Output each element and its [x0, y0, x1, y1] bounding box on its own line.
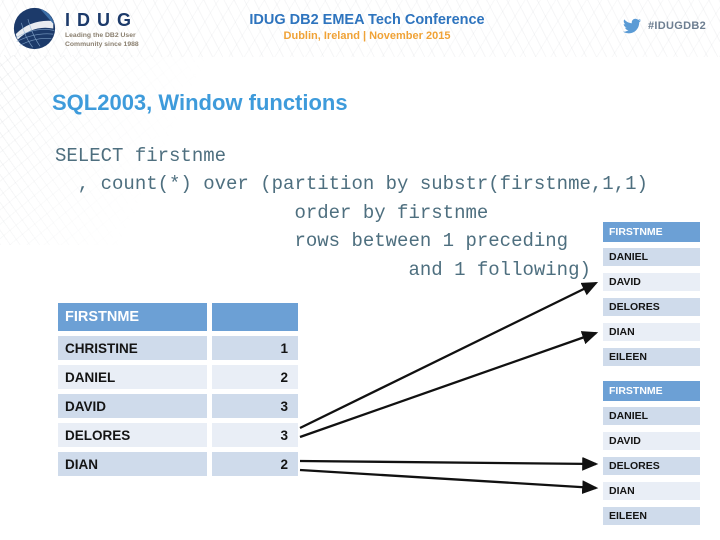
- sql-code-line: order by firstnme: [55, 201, 489, 224]
- window-table-1-rows: DANIEL DAVID DELORES DIAN EILEEN: [603, 248, 700, 366]
- idug-logo-name: IDUG: [65, 10, 138, 30]
- count-cell: 3: [212, 394, 298, 418]
- count-cell: 2: [212, 452, 298, 476]
- result-table-header: FIRSTNME: [58, 303, 298, 331]
- list-item: DELORES: [603, 298, 700, 316]
- idug-logo-text: IDUG Leading the DB2 User Community sinc…: [65, 6, 139, 49]
- table-row: DIAN 2: [58, 452, 298, 476]
- window-frame-table-2: FIRSTNME DANIEL DAVID DELORES DIAN EILEE…: [603, 381, 700, 532]
- conference-hashtag: #IDUGDB2: [647, 20, 706, 32]
- slide-title: SQL2003, Window functions: [52, 90, 348, 115]
- firstnme-cell: DANIEL: [58, 365, 207, 389]
- firstnme-cell: DAVID: [58, 394, 207, 418]
- list-item: DIAN: [603, 482, 700, 500]
- table-row: DELORES 3: [58, 423, 298, 447]
- window-frame-arrow: [299, 468, 599, 495]
- result-table-header-firstnme: FIRSTNME: [58, 303, 207, 331]
- sql-code-line: rows between 1 preceding: [55, 230, 569, 253]
- firstnme-cell: DELORES: [58, 423, 207, 447]
- window-table-1-header: FIRSTNME: [603, 222, 700, 242]
- list-item: EILEEN: [603, 348, 700, 366]
- list-item: DIAN: [603, 323, 700, 341]
- sql-code-line: , count(*) over (partition by substr(fir…: [55, 173, 648, 196]
- window-frame-arrow: [299, 456, 599, 471]
- count-cell: 2: [212, 365, 298, 389]
- result-table-rows: CHRISTINE 1 DANIEL 2 DAVID 3 DELORES 3 D…: [58, 336, 298, 476]
- window-frame-arrow: [299, 331, 599, 439]
- idug-globe-icon: [13, 7, 56, 50]
- table-row: DANIEL 2: [58, 365, 298, 389]
- list-item: DANIEL: [603, 248, 700, 266]
- idug-logo-tagline-2: Community since 1988: [65, 41, 139, 48]
- list-item: DAVID: [603, 432, 700, 450]
- window-frame-arrow: [299, 281, 599, 430]
- result-table: FIRSTNME CHRISTINE 1 DANIEL 2 DAVID 3 DE…: [58, 303, 298, 481]
- sql-code-line: and 1 following): [55, 258, 591, 281]
- result-table-header-count: [212, 303, 298, 331]
- list-item: DELORES: [603, 457, 700, 475]
- firstnme-cell: DIAN: [58, 452, 207, 476]
- list-item: EILEEN: [603, 507, 700, 525]
- count-cell: 3: [212, 423, 298, 447]
- conference-title: IDUG DB2 EMEA Tech Conference: [249, 12, 485, 28]
- conference-location: Dublin, Ireland | November 2015: [283, 30, 451, 42]
- conference-hashtag-group: #IDUGDB2: [621, 17, 706, 35]
- table-row: CHRISTINE 1: [58, 336, 298, 360]
- window-frame-table-1: FIRSTNME DANIEL DAVID DELORES DIAN EILEE…: [603, 222, 700, 373]
- sql-code-line: SELECT firstnme: [55, 145, 227, 167]
- idug-logo: IDUG Leading the DB2 User Community sinc…: [12, 6, 139, 51]
- twitter-icon: [622, 18, 641, 34]
- window-table-2-rows: DANIEL DAVID DELORES DIAN EILEEN: [603, 407, 700, 525]
- firstnme-cell: CHRISTINE: [58, 336, 207, 360]
- idug-logo-tagline-1: Leading the DB2 User: [65, 32, 136, 39]
- list-item: DANIEL: [603, 407, 700, 425]
- sql-code-block: SELECT firstnme , count(*) over (partiti…: [55, 142, 648, 284]
- conference-heading: IDUG DB2 EMEA Tech Conference Dublin, Ir…: [0, 12, 720, 44]
- window-table-2-header: FIRSTNME: [603, 381, 700, 401]
- conference-banner: IDUG Leading the DB2 User Community sinc…: [0, 0, 720, 57]
- table-row: DAVID 3: [58, 394, 298, 418]
- list-item: DAVID: [603, 273, 700, 291]
- count-cell: 1: [212, 336, 298, 360]
